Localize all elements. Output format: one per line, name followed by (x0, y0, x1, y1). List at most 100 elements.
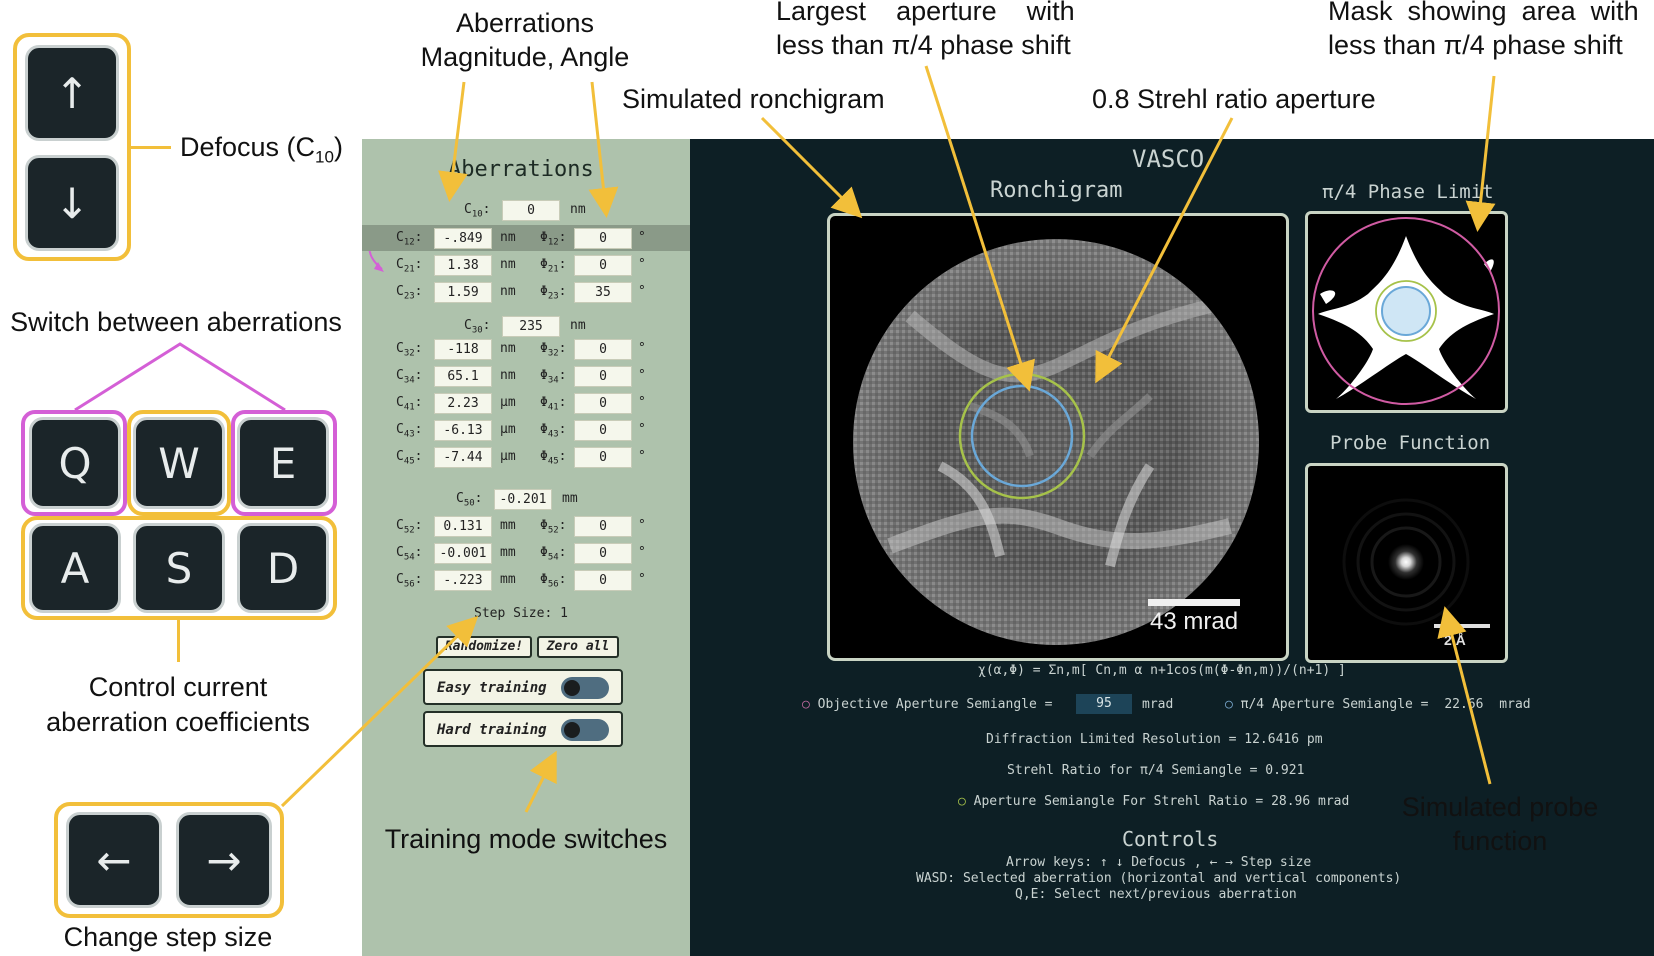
objective-aperture-row: ○ Objective Aperture Semiangle = (802, 697, 1052, 712)
ronchigram-arrow (760, 116, 863, 219)
coef-unit: nm (500, 284, 516, 299)
w-key[interactable]: W (133, 417, 225, 509)
degree-unit: ° (638, 572, 646, 587)
coef-unit: µm (500, 395, 516, 410)
hard-training-switch[interactable] (561, 719, 609, 741)
coef-magnitude-input[interactable]: 1.59 (434, 282, 492, 303)
objective-aperture-input[interactable]: 95 (1076, 694, 1132, 714)
coef-magnitude-input[interactable]: 1.38 (434, 255, 492, 276)
step-keys-group (54, 802, 284, 918)
coef-angle-input[interactable]: 0 (574, 516, 632, 537)
up-arrow-key[interactable]: ↑ (25, 45, 119, 141)
degree-unit: ° (638, 284, 646, 299)
left-arrow-key[interactable]: ← (66, 812, 162, 908)
coef-label: C34: (396, 368, 423, 386)
coef-angle-input[interactable]: 0 (574, 447, 632, 468)
c10-input[interactable]: 0 (502, 200, 560, 221)
a-key[interactable]: A (29, 523, 121, 613)
strehl-aperture-arrow (1095, 117, 1234, 384)
magnitude-angle-label-line2: Magnitude, Angle (420, 42, 630, 72)
down-arrow-key[interactable]: ↓ (25, 155, 119, 251)
degree-unit: ° (638, 230, 646, 245)
coef-angle-input[interactable]: 0 (574, 339, 632, 360)
coef-angle-input[interactable]: 0 (574, 543, 632, 564)
c30-input[interactable]: 235 (502, 316, 560, 337)
right-arrow-key[interactable]: → (176, 812, 272, 908)
mask-label-line2: less than π/4 phase shift (1328, 30, 1623, 60)
controls-title: Controls (1122, 827, 1219, 851)
degree-unit: ° (638, 257, 646, 272)
largest-aperture-label-line2: less than π/4 phase shift (776, 30, 1071, 60)
training-label: Training mode switches (384, 824, 668, 854)
coef-angle-input[interactable]: 0 (574, 366, 632, 387)
coef-angle-input[interactable]: 35 (574, 282, 632, 303)
pi4-aperture-value: 22.66 (1444, 697, 1484, 712)
angle-arrow (588, 81, 619, 218)
coef-magnitude-input[interactable]: -.223 (434, 570, 492, 591)
easy-training-toggle[interactable]: Easy training (423, 669, 623, 705)
pi4-mask-circle (1381, 286, 1431, 336)
coef-angle-input[interactable]: 0 (574, 393, 632, 414)
angle-label: Φ56: (540, 572, 567, 590)
vasco-title: VASCO (1132, 145, 1205, 173)
q-key[interactable]: Q (29, 417, 121, 509)
c50-row: C50: -0.201 mm (456, 489, 578, 510)
coef-magnitude-input[interactable]: 0.131 (434, 516, 492, 537)
s-key[interactable]: S (133, 523, 225, 613)
aberrations-title: Aberrations (448, 157, 594, 182)
e-key[interactable]: E (237, 417, 329, 509)
phase-formula: χ(α,Φ) = Σn,m[ Cn,m α n+1cos(m(Φ-Φn,m))/… (978, 663, 1346, 678)
c50-input[interactable]: -0.201 (494, 489, 552, 510)
easy-training-label: Easy training (437, 680, 547, 696)
coef-angle-input[interactable]: 0 (574, 420, 632, 441)
control-label-line1: Control current (88, 672, 268, 702)
coef-magnitude-input[interactable]: -6.13 (434, 420, 492, 441)
zero-all-button[interactable]: Zero all (537, 636, 619, 658)
angle-label: Φ52: (540, 518, 567, 536)
coef-magnitude-input[interactable]: -7.44 (434, 447, 492, 468)
degree-unit: ° (638, 395, 646, 410)
strehl-ratio: Strehl Ratio for π/4 Semiangle = 0.921 (1007, 763, 1305, 778)
control-label-line2: aberration coefficients (46, 707, 310, 737)
angle-label: Φ34: (540, 368, 567, 386)
controls-line3: Q,E: Select next/previous aberration (1015, 887, 1297, 902)
ronchigram-label: Simulated ronchigram (622, 84, 885, 114)
mask-label-line1: Mask showing area with (1328, 0, 1639, 26)
coef-magnitude-input[interactable]: 65.1 (434, 366, 492, 387)
coef-magnitude-input[interactable]: -0.001 (434, 543, 492, 564)
coef-magnitude-input[interactable]: -118 (434, 339, 492, 360)
coef-magnitude-input[interactable]: 2.23 (434, 393, 492, 414)
magnitude-arrow (438, 81, 468, 202)
step-size-label: Change step size (63, 922, 273, 952)
hard-training-toggle[interactable]: Hard training (423, 711, 623, 747)
objective-aperture-unit: mrad (1142, 697, 1174, 712)
aperture-strehl-bullet: ○ (958, 794, 966, 809)
pi4-aperture-row: ○ π/4 Aperture Semiangle = 22.66 mrad (1225, 697, 1531, 712)
coef-magnitude-input[interactable]: -.849 (434, 228, 492, 249)
step-size-readout: Step Size: 1 (474, 606, 568, 621)
angle-label: Φ45: (540, 449, 567, 467)
easy-training-switch[interactable] (561, 677, 609, 699)
magnitude-angle-label-line1: Aberrations (455, 8, 595, 38)
d-key[interactable]: D (237, 523, 329, 613)
probe-function-frame: 2 Å (1305, 463, 1508, 663)
largest-aperture-arrow (924, 65, 1036, 392)
coef-unit: nm (500, 368, 516, 383)
coef-angle-input[interactable]: 0 (574, 570, 632, 591)
coef-angle-input[interactable]: 0 (574, 228, 632, 249)
coef-angle-input[interactable]: 0 (574, 255, 632, 276)
aperture-strehl-row: ○ Aperture Semiangle For Strehl Ratio = … (958, 794, 1349, 809)
largest-aperture-label-line1: Largest aperture with (776, 0, 1075, 26)
objective-aperture-circle (1312, 217, 1500, 405)
